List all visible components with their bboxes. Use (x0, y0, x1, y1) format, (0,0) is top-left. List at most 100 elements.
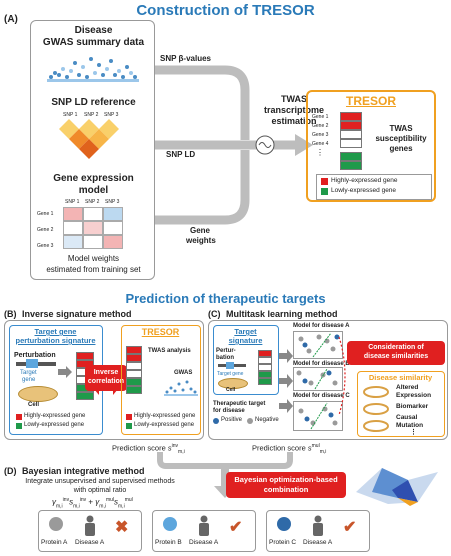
consideration-label: Consideration of (368, 344, 424, 351)
b-tresor-title: TRESOR (141, 327, 180, 337)
tresor-gene-more: ⋮ (316, 148, 324, 157)
similarity-title: Disease similarity (368, 373, 433, 382)
tresor-bar-4 (340, 139, 362, 148)
tresor-side-label: TWAS (389, 124, 413, 133)
target-signature-title-2: signature (228, 336, 263, 345)
tresor-title: TRESOR (345, 94, 396, 108)
result-card-1: Protein A Disease A ✖ (38, 510, 142, 552)
cross-mark-icon: ✖ (115, 519, 129, 536)
check-mark-icon: ✔ (229, 519, 243, 536)
tresor-bar-1 (340, 112, 362, 121)
ld-title: SNP LD reference (51, 97, 136, 108)
target-gene-label: Target (20, 370, 37, 376)
weights-note: Model weights (67, 254, 120, 263)
tresor-legend-high: Highly-expressed gene (331, 177, 398, 184)
result-3-disease: Disease A (303, 539, 333, 546)
disease-similarity-box: Disease similarity Altered Expression Bi… (357, 371, 445, 437)
b-prediction-score: Prediction score sinvm,i (112, 443, 185, 455)
model-b-plot (293, 367, 343, 391)
positive-dot (213, 418, 219, 424)
manhattan-plot-icon (47, 57, 139, 82)
perturbation-signature-title-2: perturbation signature (15, 336, 96, 345)
section-c-panel: Target signature Pertur- bation Target g… (208, 320, 448, 440)
twas-label-2: transcriptome (263, 105, 325, 115)
tresor-gene-2: Gene 2 (312, 123, 329, 129)
check-mark-icon: ✔ (343, 519, 357, 536)
tresor-legend-low: Lowly-expressed gene (331, 187, 397, 194)
b-tresor-legend: Highly-expressed gene Lowly-expressed ge… (124, 412, 200, 432)
ld-snp-3: SNP 3 (104, 112, 119, 118)
ld-snp-1: SNP 1 (63, 112, 78, 118)
gwas-label: GWAS (174, 370, 193, 376)
sim-item-5: Mutation (396, 422, 424, 429)
model-arrows (279, 349, 293, 413)
expr-gene-3: Gene 3 (37, 243, 54, 249)
target-gene-label-2: gene (22, 377, 36, 383)
sim-item-1: Altered (396, 384, 419, 391)
section-c-label: (C) (208, 309, 221, 319)
expr-snp-3: SNP 3 (105, 199, 120, 205)
sim-item-2: Expression (396, 392, 432, 399)
expr-title: Gene expression (53, 173, 134, 184)
negative-label: Negative (255, 417, 279, 423)
section-d-label: (D) (4, 466, 17, 476)
c-perturbation-label-2: bation (216, 355, 234, 361)
weights-note-2: estimated from training set (46, 265, 141, 274)
tresor-bar-5 (340, 152, 362, 161)
expr-gene-2: Gene 2 (37, 227, 54, 233)
therapeutic-label-2: for disease (213, 408, 245, 414)
model-a-plot (293, 331, 343, 359)
c-cell-label: Cell (226, 387, 236, 393)
model-a-label: Model for disease A (293, 323, 350, 329)
tresor-panel: TRESOR Gene 1 Gene 2 Gene 3 Gene 4 ⋮ TWA… (306, 90, 436, 202)
tresor-gene-1: Gene 1 (312, 114, 329, 120)
therapeutic-label: Therapeutic target (213, 401, 266, 407)
b-tresor-box: TRESOR TWAS analysis GWAS Highly-express… (121, 325, 201, 435)
section-b-panel: Target gene perturbation signature Pertu… (4, 320, 204, 440)
section-d-desc: Integrate unsupervised and supervised me… (25, 478, 175, 485)
gene-weights-label: Gene (190, 226, 211, 235)
inverse-label: Inverse (93, 369, 119, 376)
b-legend-high: Highly-expressed gene (24, 413, 86, 419)
section-d-title: Bayesian integrative method (22, 466, 145, 476)
protein-b-dot (163, 517, 177, 531)
perturbation-label: Perturbation (14, 352, 56, 359)
bayesian-label-2: combination (263, 485, 309, 494)
person-icon (313, 515, 323, 536)
tresor-bar-2 (340, 121, 362, 130)
protein-c-dot (277, 517, 291, 531)
person-icon (85, 515, 95, 536)
protein-a-dot (49, 517, 63, 531)
sim-item-3: Biomarker (396, 403, 429, 410)
twas-label: TWAS (281, 94, 307, 104)
tresor-legend: Highly-expressed gene Lowly-expressed ge… (316, 174, 432, 200)
tresor-gene-4: Gene 4 (312, 141, 329, 147)
inverse-label-2: correlation (87, 378, 125, 385)
ld-snp-2: SNP 2 (84, 112, 99, 118)
perturbation-signature-title: Target gene (34, 327, 77, 336)
target-gene-block (26, 359, 38, 368)
c-target-gene-label: Target gene (217, 371, 244, 377)
similarity-network-icon (363, 386, 389, 432)
sim-item-4: Causal (396, 414, 418, 421)
section-a-label: (A) (4, 14, 18, 25)
snp-ld-label: SNP LD (166, 150, 196, 159)
arrow-icon (58, 366, 72, 378)
sim-item-more: ⋮ (410, 429, 417, 436)
result-card-2: Protein B Disease A ✔ (152, 510, 256, 552)
twas-analysis-label: TWAS analysis (148, 348, 191, 354)
integration-formula: γm,iinvsm,iinv + γm,imulsm,imul (52, 497, 133, 510)
flow-arrows (155, 65, 313, 225)
section-b-label: (B) (4, 309, 17, 319)
input-data-panel: Disease GWAS summary data SNP LD referen… (30, 20, 155, 280)
expr-snp-2: SNP 2 (85, 199, 100, 205)
result-3-protein: Protein C (269, 539, 297, 546)
snp-beta-label: SNP β-values (160, 54, 211, 63)
consideration-badge: Consideration of disease similarities (347, 341, 445, 365)
model-c-plot (293, 401, 343, 431)
section-a-title: Construction of TRESOR (136, 2, 315, 19)
tresor-side-label-2: susceptibility (375, 134, 427, 143)
expr-gene-1: Gene 1 (37, 211, 54, 217)
perturbation-legend: Highly-expressed gene Lowly-expressed ge… (14, 412, 98, 432)
result-1-disease: Disease A (75, 539, 105, 546)
